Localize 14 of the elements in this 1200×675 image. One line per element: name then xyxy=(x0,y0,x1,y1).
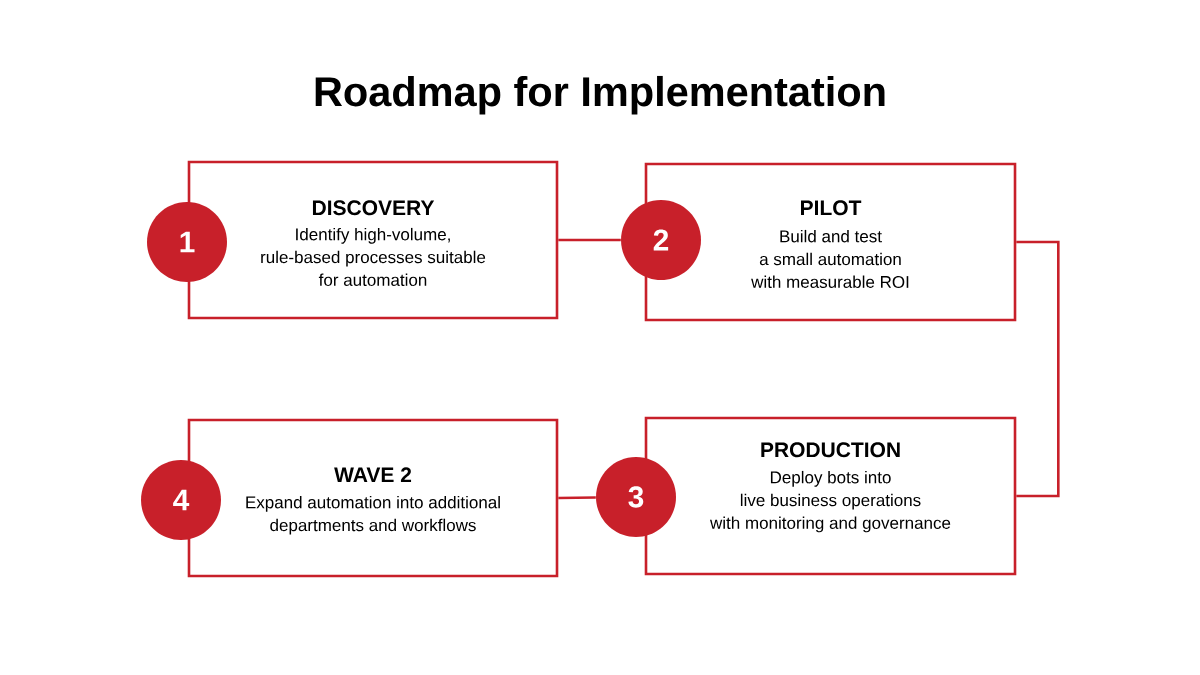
step-description: Build and test a small automation with measurable ROI xyxy=(751,229,909,288)
step-title: DISCOVERY xyxy=(312,200,435,216)
step-description: Expand automation into additional departments and workflows xyxy=(246,495,500,535)
connector-line xyxy=(558,238,621,242)
step-box xyxy=(644,416,1017,576)
step-title: WAVE 2 xyxy=(334,467,412,482)
step-box xyxy=(644,162,1017,322)
step-description: Deploy bots into live business operations with monitoring and governance xyxy=(710,470,951,533)
connector-line xyxy=(558,496,596,500)
connector-line xyxy=(1016,240,1060,498)
title: Roadmap for Implementation xyxy=(315,75,885,115)
step-title: PILOT xyxy=(801,200,862,216)
step-description: Identify high-volume, rule-based processes suitable for automation xyxy=(261,227,486,286)
step-title: PRODUCTION xyxy=(761,442,900,458)
